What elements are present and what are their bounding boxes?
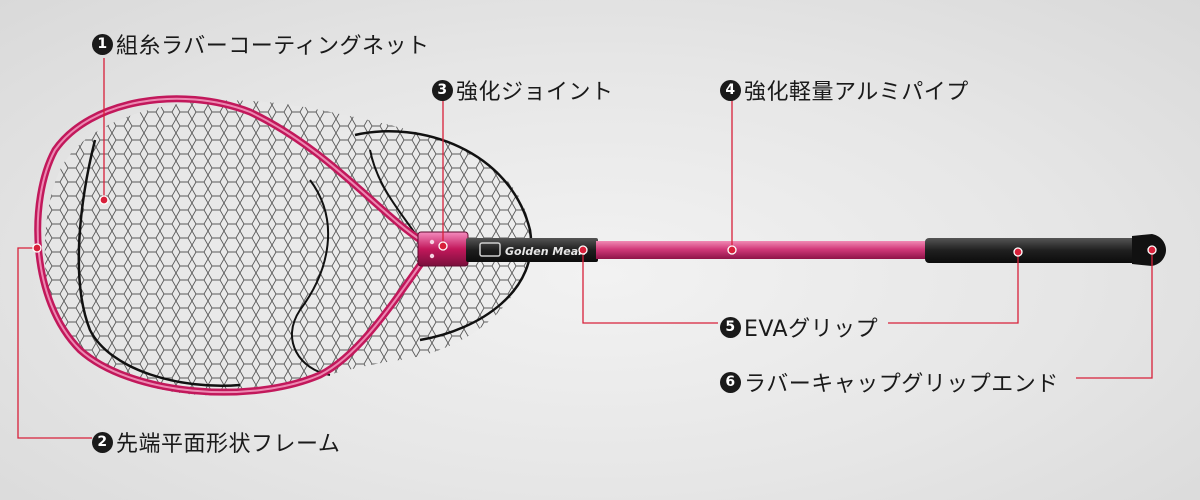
brand-logo: Golden Mean (505, 245, 586, 258)
net-mesh (44, 100, 533, 396)
callout-number: 4 (720, 79, 741, 101)
callout-net: 1 組糸ラバーコーティングネット (92, 28, 429, 60)
aluminum-pipe (596, 241, 932, 259)
callout-grip: 5 EVAグリップ (720, 311, 878, 343)
callout-joint: 3 強化ジョイント (432, 74, 614, 106)
callout-number: 3 (432, 79, 453, 101)
callout-label: 組糸ラバーコーティングネット (116, 34, 430, 59)
callout-frame: 2 先端平面形状フレーム (92, 426, 340, 458)
callout-label: 強化軽量アルミパイプ (744, 80, 969, 105)
callout-label: EVAグリップ (744, 317, 879, 342)
callout-label: 先端平面形状フレーム (116, 432, 341, 457)
callout-number: 6 (720, 371, 741, 393)
callout-number: 2 (92, 431, 113, 453)
callout-label: 強化ジョイント (456, 80, 614, 105)
callout-pipe: 4 強化軽量アルミパイプ (720, 74, 969, 106)
callout-number: 5 (720, 316, 741, 338)
callout-end-cap: 6 ラバーキャップグリップエンド (720, 366, 1059, 398)
callout-label: ラバーキャップグリップエンド (744, 372, 1059, 397)
leader-dots (32, 195, 1157, 257)
callout-number: 1 (92, 33, 113, 55)
eva-grip (925, 238, 1137, 263)
leader-lines (17, 58, 1153, 439)
